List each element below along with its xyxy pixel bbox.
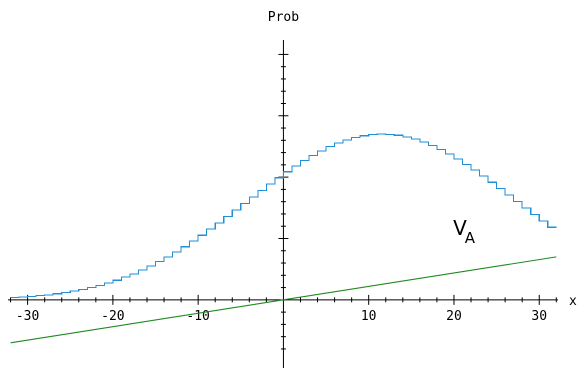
annotation-va-main: V [453,216,467,240]
x-tick-label: -20 [101,309,124,324]
annotation-va-subscript: A [465,229,476,247]
annotation-va: VA [453,216,476,247]
y-axis-label: Prob [268,10,299,25]
x-tick-label: 10 [361,309,377,324]
x-tick-label: 30 [531,309,547,324]
series-step-probability [10,133,557,299]
x-tick-label: -10 [186,309,209,324]
x-axis-label: x [569,294,577,309]
x-tick-label: 20 [446,309,462,324]
series-line-potential [10,256,557,344]
x-tick-label: -30 [16,309,39,324]
